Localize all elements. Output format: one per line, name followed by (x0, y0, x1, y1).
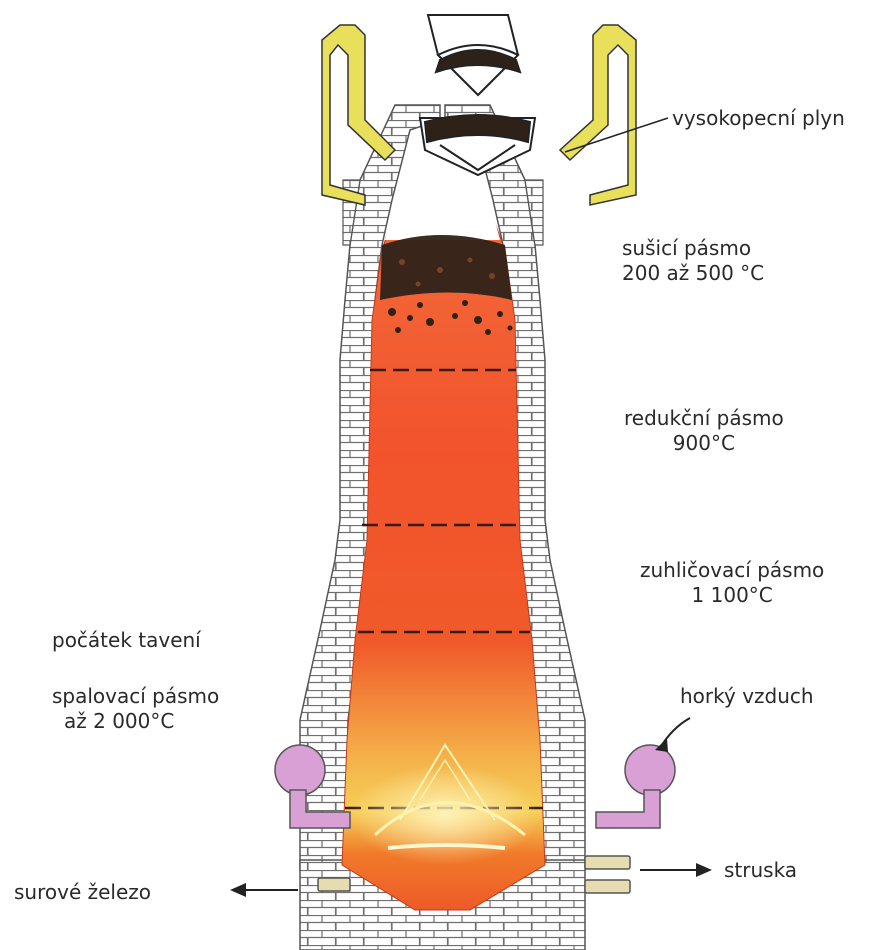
iron-arrow (230, 883, 298, 897)
melting-start-label: počátek tavení (52, 628, 201, 653)
combustion-temp-text: až 2 000°C (52, 709, 219, 734)
reduction-temp-text: 900°C (624, 431, 784, 456)
pig-iron-label: surové železo (14, 880, 151, 905)
combustion-zone-text: spalovací pásmo (52, 684, 219, 709)
melting-start-text: počátek tavení (52, 628, 201, 653)
drying-temp-text: 200 až 500 °C (622, 261, 764, 286)
drying-zone-label: sušicí pásmo 200 až 500 °C (622, 236, 764, 286)
gas-text: vysokopecní plyn (672, 106, 845, 131)
carburizing-temp-text: 1 100°C (640, 583, 824, 608)
hot-air-text: horký vzduch (680, 684, 814, 709)
slag-label: struska (724, 858, 797, 883)
carburizing-zone-label: zuhličovací pásmo 1 100°C (640, 558, 824, 608)
charging-bells (420, 15, 535, 175)
reduction-zone-text: redukční pásmo (624, 406, 784, 431)
combustion-zone-label: spalovací pásmo až 2 000°C (52, 684, 219, 734)
hot-air-label: horký vzduch (680, 684, 814, 709)
carburizing-zone-text: zuhličovací pásmo (640, 558, 824, 583)
drying-zone-text: sušicí pásmo (622, 236, 764, 261)
slag-text: struska (724, 858, 797, 883)
reduction-zone-label: redukční pásmo 900°C (624, 406, 784, 456)
pig-iron-text: surové železo (14, 880, 151, 905)
slag-arrow (640, 863, 712, 877)
gas-label: vysokopecní plyn (672, 106, 845, 131)
